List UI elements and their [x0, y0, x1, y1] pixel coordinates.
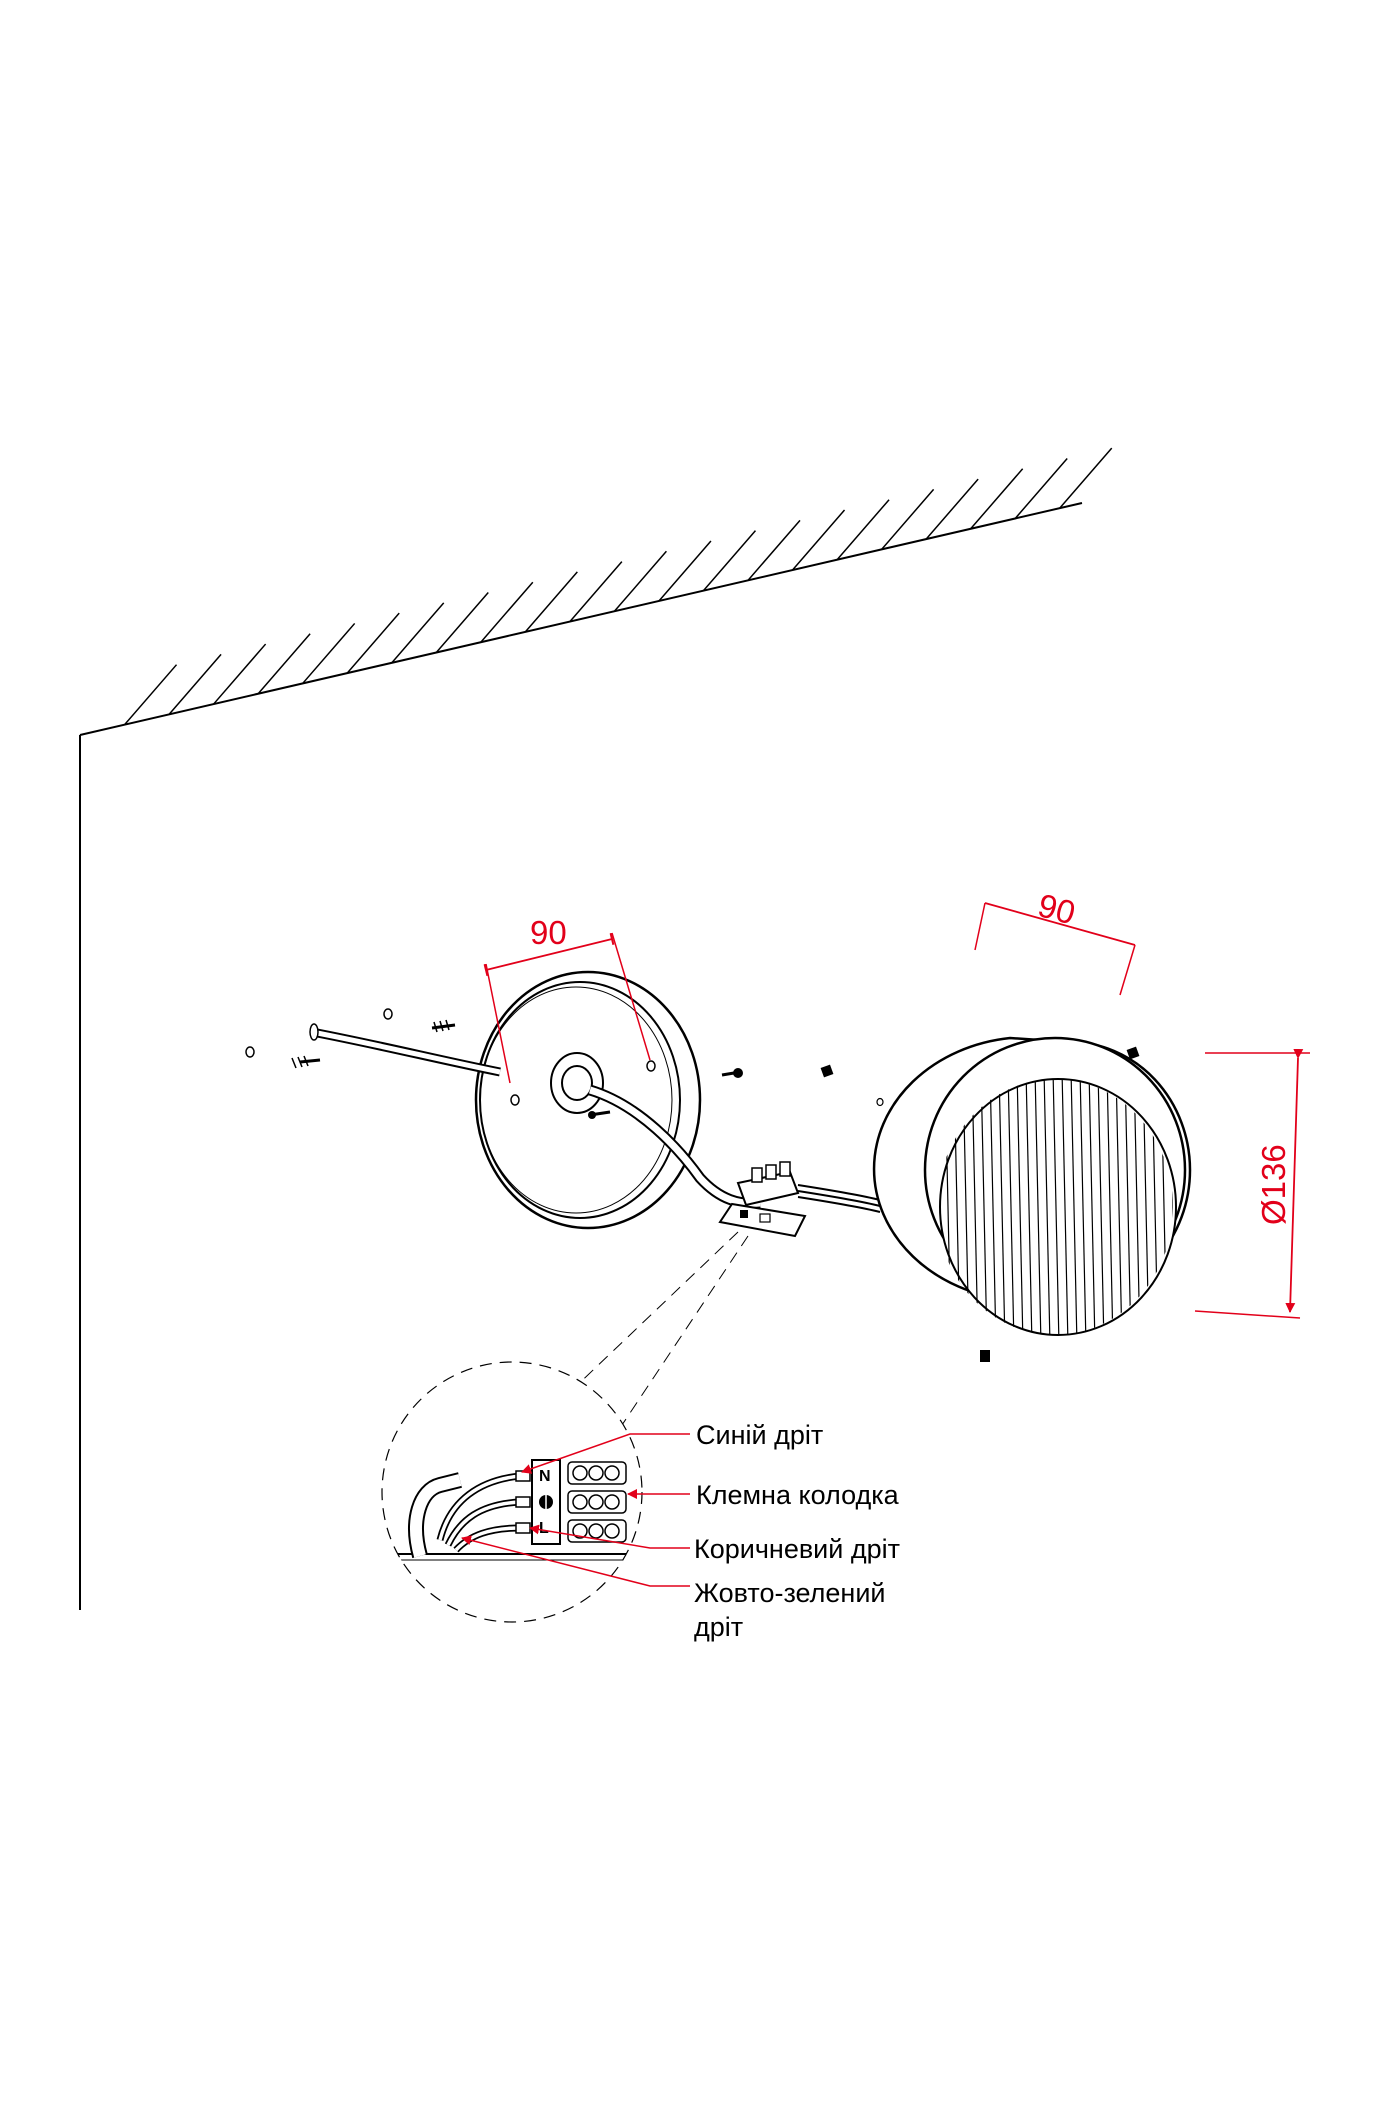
- callout-yellow-green-wire-line2: дріт: [694, 1612, 743, 1642]
- ceiling-line: [79, 502, 1083, 736]
- grille-line: [1088, 1079, 1096, 1335]
- supply-cable: [309, 1023, 761, 1209]
- set-screw-icon: [1126, 1046, 1140, 1060]
- screw-icon: [721, 1068, 743, 1078]
- set-screw-icon: [980, 1350, 990, 1362]
- grille-line: [1052, 1079, 1060, 1335]
- hatch-line: [569, 561, 623, 623]
- screw-icon: [588, 1110, 611, 1119]
- grille-line: [980, 1079, 988, 1335]
- hatch-line: [257, 633, 311, 695]
- terminal-block-small: [736, 1161, 881, 1213]
- grille-line: [1025, 1079, 1033, 1335]
- circuit-board: [718, 1202, 807, 1238]
- set-screw-icon: [820, 1064, 834, 1078]
- hatch-line: [391, 602, 445, 664]
- callout-brown-wire: Коричневий дріт: [694, 1534, 900, 1564]
- mounting-plate: [474, 970, 702, 1230]
- grille-line: [1106, 1079, 1114, 1335]
- grille-line: [1043, 1079, 1051, 1335]
- lamp-body: [872, 1036, 1192, 1336]
- grille-line: [1079, 1079, 1087, 1335]
- hatch-line: [1014, 457, 1068, 519]
- hatch-line: [970, 468, 1024, 530]
- hatch-line: [613, 550, 667, 612]
- callout-labels: Синій дріт Клемна колодка Коричневий дрі…: [694, 1420, 900, 1642]
- grille-line: [1007, 1079, 1015, 1335]
- dimension-diameter: Ø136: [1194, 1048, 1310, 1319]
- callout-leaders: [461, 1433, 690, 1587]
- hatch-line: [524, 571, 578, 633]
- hatch-line: [1059, 447, 1113, 509]
- hatch-line: [302, 622, 356, 684]
- grille-line: [971, 1079, 979, 1335]
- wall-ceiling: [79, 447, 1113, 1610]
- cable-gland-inner: [561, 1065, 593, 1101]
- hatch-line: [480, 581, 534, 643]
- dimension-label-plate: 90: [530, 914, 567, 951]
- callout-yellow-green-wire: Жовто-зелений: [694, 1578, 886, 1608]
- grille-line: [989, 1079, 997, 1335]
- wall-hole: [245, 1046, 255, 1058]
- wall-hole: [383, 1008, 393, 1020]
- wall-plug-icon: [291, 1055, 321, 1069]
- detail-zoom: N L: [381, 1231, 749, 1623]
- terminal-letter-l: L: [539, 1520, 549, 1537]
- grille-line: [1115, 1079, 1123, 1335]
- grille-line: [998, 1079, 1006, 1335]
- grille-line: [1097, 1079, 1105, 1335]
- callout-terminal-block: Клемна колодка: [696, 1480, 900, 1510]
- hatch-line: [702, 530, 757, 592]
- fixings: [245, 1008, 1140, 1362]
- ground-symbol-icon: [539, 1495, 553, 1509]
- terminal-letter-n: N: [539, 1468, 551, 1485]
- terminal-screws: [567, 1461, 627, 1543]
- hatch-line: [123, 664, 178, 726]
- hatch-line: [881, 488, 935, 550]
- zoom-circle: [381, 1361, 643, 1623]
- hatch-line: [658, 540, 712, 602]
- plate-mount-hole-right: [646, 1060, 656, 1072]
- callout-blue-wire: Синій дріт: [696, 1420, 823, 1450]
- hatch-line: [791, 509, 846, 571]
- grille-line: [1070, 1079, 1078, 1335]
- dimension-label-lamp: 90: [1034, 886, 1079, 931]
- dimension-lamp: 90: [974, 886, 1136, 996]
- dimension-label-diameter: Ø136: [1255, 1144, 1292, 1225]
- hatch-line: [346, 612, 400, 674]
- hatch-line: [836, 499, 890, 561]
- grille-line: [1061, 1079, 1069, 1335]
- plate-inner-edge: [479, 986, 673, 1214]
- dimension-plate: 90: [483, 914, 651, 1084]
- hatch-line: [435, 592, 489, 654]
- plate-mount-hole-left: [510, 1094, 520, 1106]
- hatch-line: [168, 653, 222, 715]
- hatch-line: [213, 643, 267, 705]
- ceiling-hatching: [123, 447, 1113, 726]
- lamp-screw-hole: [876, 1097, 884, 1107]
- hatch-line: [925, 478, 979, 540]
- grille-line: [1034, 1079, 1042, 1335]
- hatch-line: [747, 519, 801, 581]
- grille-line: [1124, 1079, 1132, 1335]
- wall-plug-icon: [431, 1019, 456, 1033]
- grille-line: [1016, 1079, 1024, 1335]
